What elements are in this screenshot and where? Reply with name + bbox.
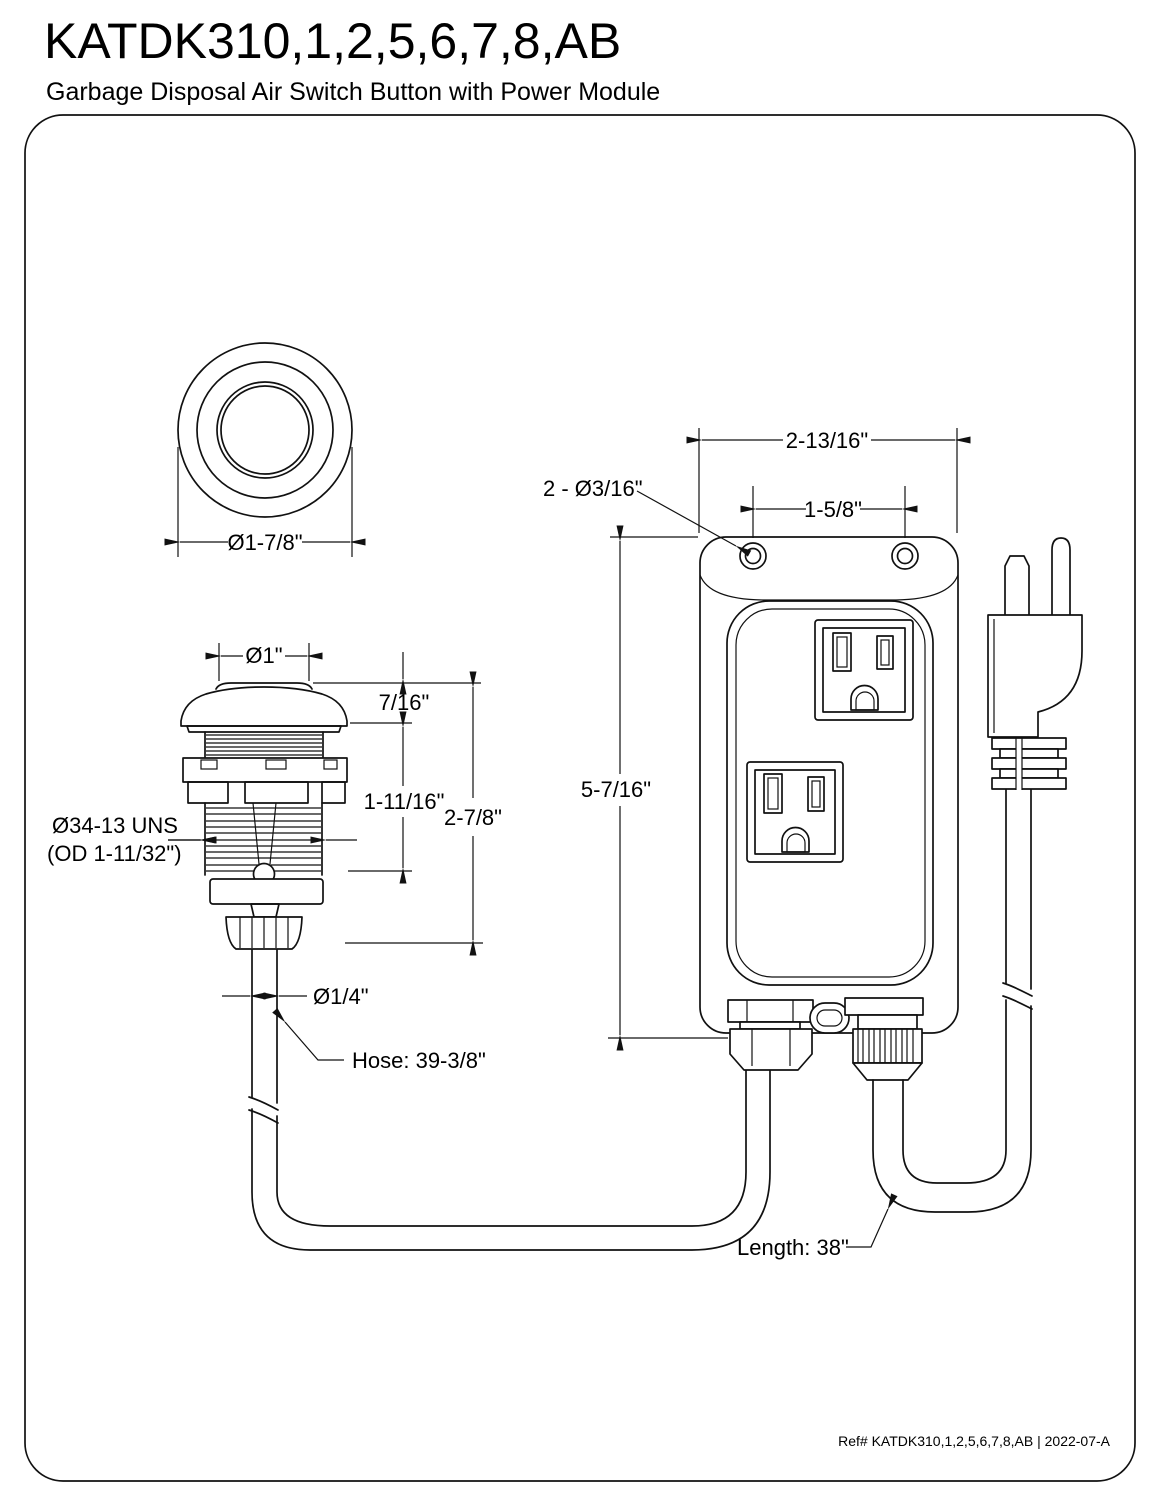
dim-button-diameter: Ø1"	[205, 643, 323, 681]
power-plug	[987, 537, 1083, 791]
cord-length-label: Length: 38"	[737, 1235, 849, 1260]
overall-height-label: 2-7/8"	[444, 805, 502, 830]
drawing-border	[24, 114, 1136, 1482]
mount-holes-callout: 2 - Ø3/16"	[543, 476, 752, 557]
power-cord	[872, 788, 1033, 1213]
cord-gland	[844, 997, 924, 1081]
thread-length-label: 1-11/16"	[364, 789, 445, 814]
top-view-diameter-label: Ø1-7/8"	[227, 530, 302, 555]
dim-module-width: 2-13/16"	[686, 428, 971, 533]
hose-length-callout: Hose: 39-3/8"	[272, 1008, 486, 1073]
cord-length-callout: Length: 38"	[737, 1193, 898, 1260]
thread-spec-callout: Ø34-13 UNS (OD 1-11/32")	[47, 813, 357, 866]
switch-base	[209, 878, 324, 905]
dim-top-view-diameter: Ø1-7/8"	[164, 447, 366, 557]
power-module-view	[699, 536, 959, 1081]
plug-strain-relief	[991, 737, 1067, 791]
dim-thread-length: 1-11/16"	[348, 711, 445, 884]
plug-body	[987, 614, 1083, 738]
reference-number: Ref# KATDK310,1,2,5,6,7,8,AB | 2022-07-A	[838, 1433, 1110, 1449]
knurled-cap	[225, 916, 303, 950]
plug-blade-prong	[1004, 555, 1030, 616]
dim-hose-diameter: Ø1/4"	[222, 984, 369, 1009]
thread-spec-line1: Ø34-13 UNS	[52, 813, 178, 838]
mounting-nut	[182, 757, 348, 804]
base-connector	[250, 903, 280, 918]
mount-hole-left	[739, 542, 767, 570]
dim-cap-height: 7/16"	[313, 652, 481, 724]
dim-overall-height: 2-7/8"	[345, 671, 502, 956]
page-title: KATDK310,1,2,5,6,7,8,AB	[44, 13, 622, 69]
plug-ground-prong	[1051, 537, 1071, 616]
dim-module-height: 5-7/16"	[581, 525, 728, 1051]
outlet-upper	[814, 619, 914, 721]
mount-holes-label: 2 - Ø3/16"	[543, 476, 643, 501]
air-switch-side-view	[180, 682, 348, 950]
button-diameter-label: Ø1"	[245, 643, 282, 668]
button-top-view	[177, 342, 353, 518]
mount-hole-right	[891, 542, 919, 570]
air-hose	[248, 949, 771, 1251]
module-height-label: 5-7/16"	[581, 777, 651, 802]
hole-spacing-label: 1-5/8"	[804, 497, 862, 522]
thread-spec-line2: (OD 1-11/32")	[47, 841, 182, 866]
upper-threads	[204, 731, 324, 758]
module-width-label: 2-13/16"	[786, 428, 868, 453]
hose-diameter-label: Ø1/4"	[313, 984, 369, 1009]
dim-hole-spacing: 1-5/8"	[740, 486, 918, 538]
page-subtitle: Garbage Disposal Air Switch Button with …	[46, 78, 661, 106]
outlet-lower	[746, 761, 844, 863]
cap-height-label: 7/16"	[379, 690, 430, 715]
hose-fitting	[727, 999, 814, 1071]
hose-length-label: Hose: 39-3/8"	[352, 1048, 486, 1073]
face-plate	[726, 600, 934, 986]
mount-slot	[809, 1002, 850, 1034]
